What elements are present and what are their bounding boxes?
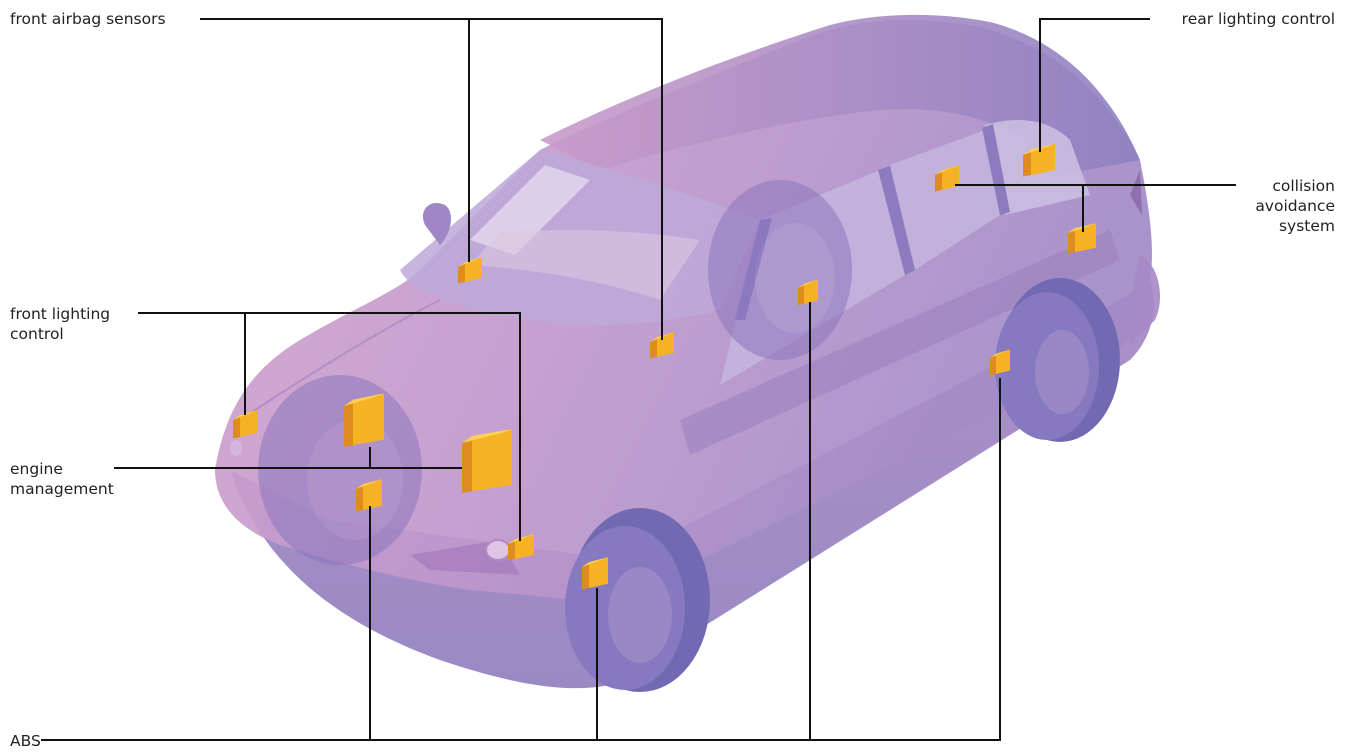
windscreen-shine — [470, 230, 700, 300]
wheel-rear-right — [995, 278, 1120, 442]
label-engine-management: engine management — [10, 459, 114, 499]
car-roof — [540, 14, 1140, 175]
car-b-pillar — [878, 166, 915, 275]
module-front-airbag-1 — [458, 257, 482, 284]
label-abs: ABS — [10, 731, 41, 751]
label-engine-line-2: management — [10, 480, 114, 498]
leader-rear-lighting — [1039, 18, 1150, 152]
module-engine-1 — [344, 393, 384, 447]
car-rear-bumper — [1130, 255, 1160, 345]
label-front-airbag-sensors: front airbag sensors — [10, 9, 166, 29]
module-abs-1 — [356, 479, 382, 512]
car-c-pillar — [982, 124, 1010, 215]
car-side-mirror — [422, 202, 452, 245]
label-front-lighting-control: front lighting control — [10, 304, 111, 344]
label-collision-avoidance-system: collision avoidance system — [1241, 176, 1335, 236]
label-front-lighting-line-1: front lighting — [10, 305, 111, 323]
label-collision-line-3: system — [1278, 217, 1335, 235]
leader-lines — [38, 18, 1236, 741]
wheel-rear-left-far — [708, 180, 852, 360]
label-engine-line-1: engine — [10, 460, 63, 478]
module-collision-1 — [935, 165, 959, 192]
label-collision-line-2: avoidance — [1255, 197, 1335, 215]
module-abs-2 — [582, 557, 608, 590]
car-tail-light — [1130, 170, 1142, 215]
module-front-lighting-1 — [233, 410, 257, 439]
wheel-front-left-far — [258, 375, 422, 565]
module-engine-2 — [462, 429, 512, 493]
car-waist-band — [680, 230, 1120, 455]
module-abs-3 — [798, 279, 818, 306]
leader-front-airbag — [200, 18, 663, 340]
leader-front-lighting — [138, 312, 521, 541]
car-fog-light — [230, 440, 242, 456]
label-collision-line-1: collision — [1272, 177, 1335, 195]
module-abs-4 — [990, 349, 1010, 376]
leader-abs — [38, 378, 1001, 741]
car-headlight — [485, 539, 511, 561]
label-rear-lighting-control: rear lighting control — [1155, 9, 1335, 29]
label-front-lighting-line-2: control — [10, 325, 64, 343]
car-side-window-rear — [890, 130, 1000, 270]
